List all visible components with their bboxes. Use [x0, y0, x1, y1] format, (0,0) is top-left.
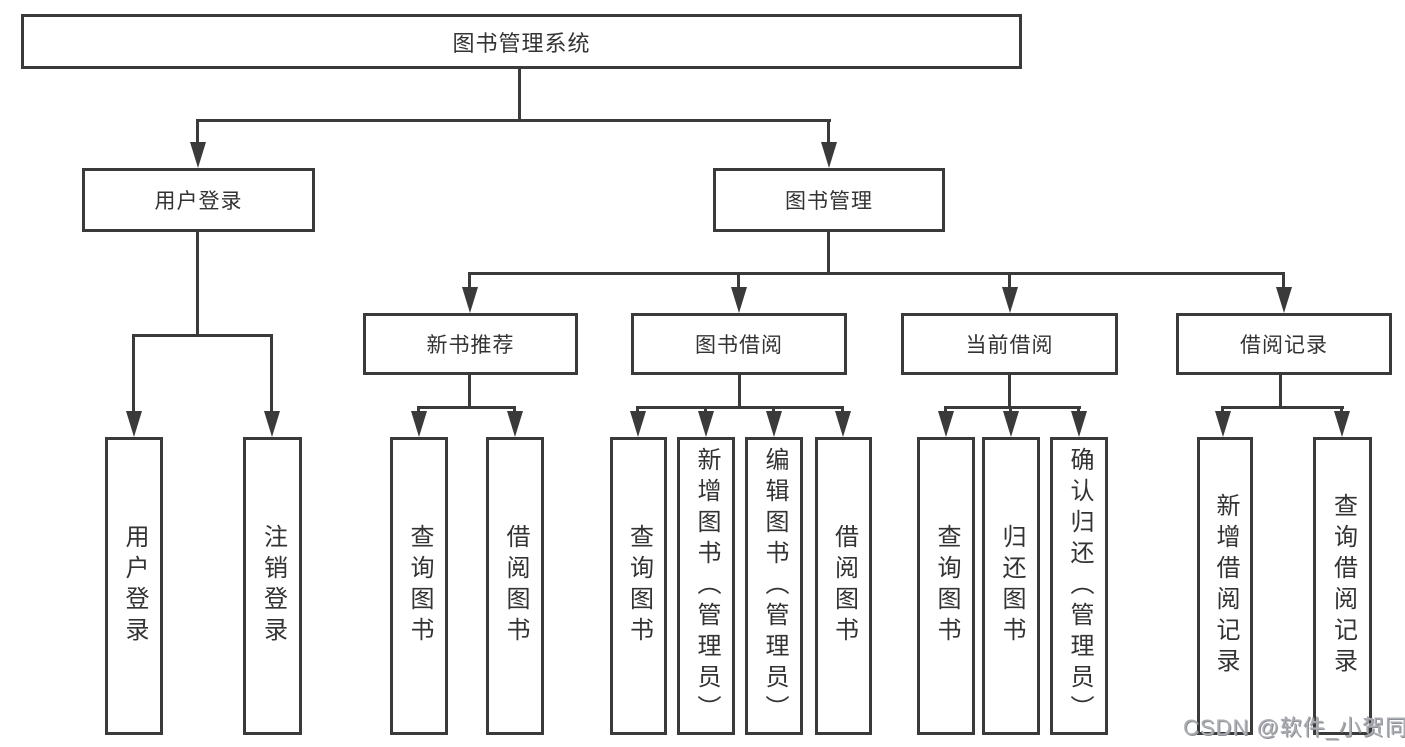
arrow-down — [731, 287, 747, 313]
connector-line — [417, 406, 516, 409]
connector-line — [827, 119, 830, 147]
arrow-down — [411, 411, 427, 437]
connector-line — [196, 119, 199, 147]
connector-line — [132, 334, 135, 416]
node-br-query-record: 查询借阅记录 — [1313, 437, 1372, 735]
node-current-borrowing: 当前借阅 — [901, 313, 1118, 375]
arrow-down — [126, 411, 142, 437]
connector-line — [1221, 406, 1344, 409]
arrow-down — [462, 287, 478, 313]
node-bb-edit-books-admin: 编辑图书（管理员） — [745, 437, 803, 735]
node-bb-query-books: 查询图书 — [610, 437, 667, 735]
node-nb-query-books: 查询图书 — [390, 437, 448, 735]
arrow-down — [630, 411, 646, 437]
connector-line — [1279, 375, 1282, 408]
node-bb-add-books-admin: 新增图书（管理员） — [677, 437, 735, 735]
node-nb-borrow-books: 借阅图书 — [486, 437, 544, 735]
arrow-down — [821, 142, 837, 168]
arrow-down — [1276, 287, 1292, 313]
node-label: 查询图书 — [406, 524, 433, 648]
node-label: 新增图书（管理员） — [693, 446, 720, 726]
arrow-down — [1003, 411, 1019, 437]
node-label: 借阅图书 — [502, 524, 529, 648]
arrow-down — [766, 411, 782, 437]
arrow-down — [1071, 411, 1087, 437]
node-label: 图书管理系统 — [452, 30, 591, 56]
arrow-down — [264, 411, 280, 437]
arrow-down — [1334, 411, 1350, 437]
watermark: CSDN @软件_小贺同学 — [1183, 715, 1405, 740]
arrow-down — [938, 411, 954, 437]
node-label: 借阅图书 — [830, 524, 858, 648]
node-label: 用户登录 — [121, 524, 148, 648]
arrow-down — [1215, 411, 1231, 437]
node-library-system: 图书管理系统 — [21, 14, 1022, 69]
node-label: 图书借阅 — [695, 334, 783, 357]
node-label: 归还图书 — [998, 524, 1025, 648]
node-label: 确认归还（管理员） — [1066, 446, 1093, 726]
connector-line — [468, 375, 471, 408]
node-label: 当前借阅 — [965, 334, 1054, 357]
arrow-down — [698, 411, 714, 437]
node-label: 查询图书 — [933, 524, 960, 648]
node-new-book-recommend: 新书推荐 — [363, 313, 578, 375]
arrow-down — [507, 411, 523, 437]
connector-line — [738, 375, 741, 408]
node-label: 图书管理 — [785, 190, 873, 213]
arrow-down — [190, 142, 206, 168]
node-label: 查询借阅记录 — [1329, 493, 1357, 679]
connector-line — [468, 272, 1285, 275]
connector-line — [636, 406, 844, 409]
connector-line — [132, 334, 273, 337]
node-label: 编辑图书（管理员） — [761, 446, 788, 726]
node-user-login-leaf: 用户登录 — [105, 437, 163, 735]
arrow-down — [835, 411, 851, 437]
connector-line — [737, 272, 740, 292]
node-borrowing-records: 借阅记录 — [1176, 313, 1392, 375]
node-cb-confirm-return-admin: 确认归还（管理员） — [1050, 437, 1108, 735]
connector-line — [468, 272, 471, 292]
connector-line — [518, 69, 521, 121]
node-book-management: 图书管理 — [713, 168, 945, 232]
node-cb-query-books: 查询图书 — [917, 437, 975, 735]
node-book-borrowing: 图书借阅 — [631, 313, 847, 375]
node-br-add-record: 新增借阅记录 — [1197, 437, 1253, 735]
node-label: 新书推荐 — [426, 334, 515, 357]
node-label: 用户登录 — [154, 190, 243, 213]
arrow-down — [1002, 287, 1018, 313]
connector-line — [270, 334, 273, 416]
connector-line — [1008, 272, 1011, 292]
node-label: 注销登录 — [259, 524, 287, 648]
connector-line — [1282, 272, 1285, 292]
node-bb-borrow-books: 借阅图书 — [815, 437, 872, 735]
connector-line — [1008, 375, 1011, 408]
connector-line — [197, 119, 831, 122]
node-user-login: 用户登录 — [82, 168, 315, 232]
node-label: 借阅记录 — [1240, 334, 1328, 357]
node-cb-return-books: 归还图书 — [982, 437, 1040, 735]
node-label: 查询图书 — [625, 524, 653, 648]
node-logout-leaf: 注销登录 — [243, 437, 302, 735]
connector-line — [196, 232, 199, 336]
connector-line — [944, 406, 1081, 409]
connector-line — [827, 232, 830, 274]
node-label: 新增借阅记录 — [1212, 493, 1239, 679]
